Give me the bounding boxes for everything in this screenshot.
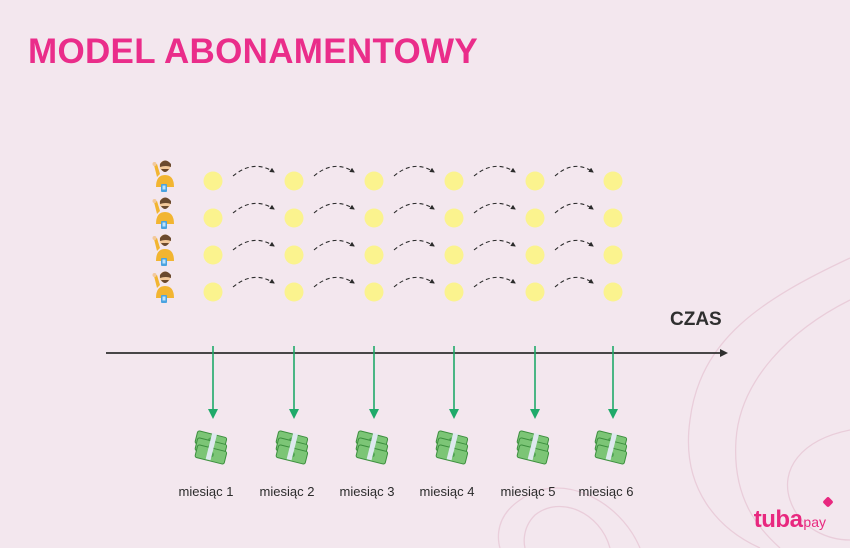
month-label: miesiąc 5 [501, 484, 556, 499]
recurring-charge-arrow [232, 239, 275, 251]
month-label: miesiąc 6 [579, 484, 634, 499]
subscriber-row [152, 160, 623, 192]
cash-stack-icon [594, 430, 628, 465]
subscriber-row [152, 271, 623, 303]
brand-name: tuba [753, 506, 803, 533]
payment-dot [444, 282, 464, 302]
payment-dot [444, 208, 464, 228]
cash-stack-icon [194, 430, 228, 465]
payment-dot [203, 245, 223, 265]
recurring-charge-arrow [232, 165, 275, 177]
recurring-charge-arrow [313, 165, 355, 177]
recurring-charge-arrow [393, 202, 435, 214]
payment-dot [525, 208, 545, 228]
recurring-charge-arrow [393, 165, 435, 177]
payment-dot [203, 282, 223, 302]
person-with-phone-icon [152, 271, 174, 303]
monthly-payments: miesiąc 1 miesiąc 2 miesiąc 3 miesiąc 4 mies… [179, 346, 634, 499]
page-title: MODEL ABONAMENTOWY [28, 32, 479, 71]
payment-dot [284, 245, 304, 265]
recurring-charge-arrow [554, 165, 594, 177]
month-payment: miesiąc 5 [501, 346, 556, 499]
payment-dot [284, 282, 304, 302]
recurring-charge-arrow [554, 276, 594, 288]
person-with-phone-icon [152, 197, 174, 229]
payment-dot [284, 171, 304, 191]
time-axis-label: CZAS [670, 309, 722, 330]
recurring-charge-arrow [554, 239, 594, 251]
recurring-charge-arrow [393, 276, 435, 288]
payment-dot [603, 208, 623, 228]
cash-stack-icon [435, 430, 469, 465]
recurring-charge-arrow [313, 276, 355, 288]
payment-dot [364, 208, 384, 228]
payment-dot [203, 171, 223, 191]
payment-dot [525, 171, 545, 191]
month-label: miesiąc 3 [340, 484, 395, 499]
brand-logo: tuba pay [753, 496, 834, 534]
recurring-charge-arrow [232, 276, 275, 288]
person-with-phone-icon [152, 160, 174, 192]
subscriber-row [152, 197, 623, 229]
month-label: miesiąc 2 [260, 484, 315, 499]
month-payment: miesiąc 6 [579, 346, 634, 499]
payment-dot [525, 245, 545, 265]
month-payment: miesiąc 1 [179, 346, 234, 499]
recurring-charge-arrow [473, 276, 516, 288]
cash-stack-icon [516, 430, 550, 465]
payment-dot [203, 208, 223, 228]
recurring-charge-arrow [554, 202, 594, 214]
payment-dot [525, 282, 545, 302]
recurring-charge-arrow [473, 202, 516, 214]
payment-dot [603, 245, 623, 265]
payment-dot [284, 208, 304, 228]
month-label: miesiąc 1 [179, 484, 234, 499]
month-payment: miesiąc 2 [260, 346, 315, 499]
recurring-charge-arrow [473, 239, 516, 251]
recurring-charge-arrow [232, 202, 275, 214]
cash-stack-icon [275, 430, 309, 465]
month-payment: miesiąc 4 [420, 346, 475, 499]
payment-dot [444, 245, 464, 265]
recurring-charge-arrow [313, 202, 355, 214]
subscriber-rows [152, 160, 623, 303]
payment-dot [444, 171, 464, 191]
payment-dot [364, 282, 384, 302]
recurring-charge-arrow [473, 165, 516, 177]
brand-suffix: pay [803, 496, 834, 530]
recurring-charge-arrow [393, 239, 435, 251]
recurring-charge-arrow [313, 239, 355, 251]
payment-dot [364, 245, 384, 265]
month-payment: miesiąc 3 [340, 346, 395, 499]
payment-dot [364, 171, 384, 191]
month-label: miesiąc 4 [420, 484, 475, 499]
subscriber-row [152, 234, 623, 266]
person-with-phone-icon [152, 234, 174, 266]
payment-dot [603, 171, 623, 191]
background-swirl-decoration [497, 257, 850, 548]
payment-dot [603, 282, 623, 302]
cash-stack-icon [355, 430, 389, 465]
